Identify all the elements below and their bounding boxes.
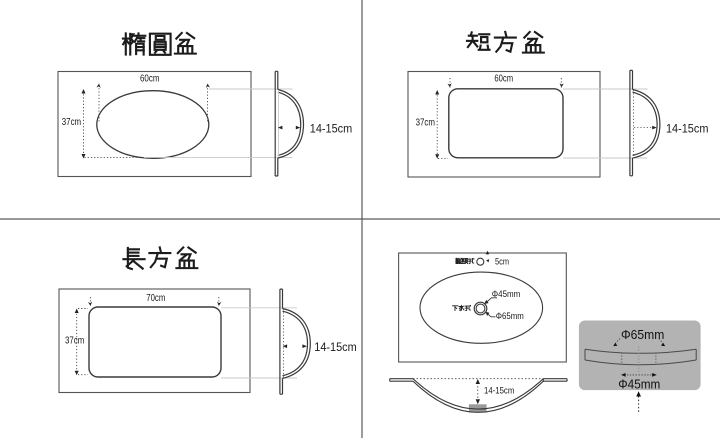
- svg-text:70cm: 70cm: [146, 292, 165, 304]
- svg-text:Φ65mm: Φ65mm: [496, 311, 524, 321]
- svg-text:60cm: 60cm: [140, 72, 160, 84]
- svg-text:Φ45mm: Φ45mm: [618, 378, 660, 392]
- svg-text:14-15cm: 14-15cm: [666, 121, 708, 135]
- svg-text:Φ45mm: Φ45mm: [492, 289, 521, 299]
- svg-text:5cm: 5cm: [495, 256, 509, 266]
- svg-text:14-15cm: 14-15cm: [314, 340, 356, 354]
- svg-text:14-15cm: 14-15cm: [310, 121, 352, 135]
- svg-text:37cm: 37cm: [62, 117, 81, 128]
- svg-text:37cm: 37cm: [416, 117, 435, 128]
- svg-text:Φ65mm: Φ65mm: [621, 328, 664, 342]
- svg-text:60cm: 60cm: [494, 72, 513, 84]
- svg-text:37cm: 37cm: [65, 335, 84, 346]
- svg-text:14-15cm: 14-15cm: [484, 386, 514, 396]
